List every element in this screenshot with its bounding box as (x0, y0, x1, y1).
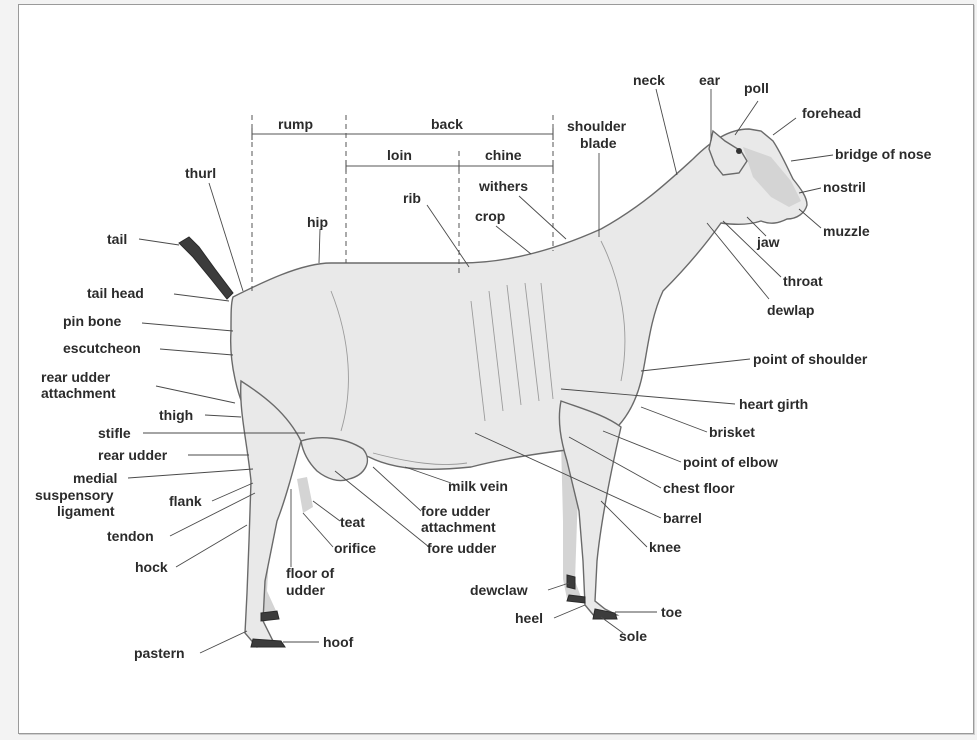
label-rear-udder-attachment-1: rear udder (41, 369, 111, 385)
label-tendon: tendon (107, 528, 154, 544)
label-point-of-shoulder: point of shoulder (753, 351, 868, 367)
label-rib: rib (403, 190, 421, 206)
goat-illustration (179, 129, 807, 647)
label-escutcheon: escutcheon (63, 340, 141, 356)
label-toe: toe (661, 604, 682, 620)
label-barrel: barrel (663, 510, 702, 526)
label-medial-2: suspensory (35, 487, 114, 503)
label-pastern: pastern (134, 645, 185, 661)
label-rump: rump (278, 116, 313, 132)
label-floor-of-udder-1: floor of (286, 565, 335, 581)
label-point-of-elbow: point of elbow (683, 454, 778, 470)
label-teat: teat (340, 514, 365, 530)
label-dewlap: dewlap (767, 302, 814, 318)
label-bridge-of-nose: bridge of nose (835, 146, 932, 162)
label-flank: flank (169, 493, 202, 509)
label-fore-udder-attachment-1: fore udder (421, 503, 491, 519)
label-muzzle: muzzle (823, 223, 870, 239)
label-hock: hock (135, 559, 168, 575)
label-dewclaw: dewclaw (470, 582, 528, 598)
label-medial-1: medial (73, 470, 117, 486)
near-hind-hoof (251, 639, 285, 647)
label-orifice: orifice (334, 540, 376, 556)
label-fore-udder: fore udder (427, 540, 497, 556)
label-hip: hip (307, 214, 328, 230)
label-shoulder-blade-2: blade (580, 135, 617, 151)
teat-shape (297, 477, 313, 513)
label-heel: heel (515, 610, 543, 626)
label-rear-udder-attachment-2: attachment (41, 385, 116, 401)
label-tail: tail (107, 231, 127, 247)
near-fore-hoof (593, 609, 617, 619)
label-floor-of-udder-2: udder (286, 582, 325, 598)
label-rear-udder: rear udder (98, 447, 168, 463)
label-medial-3: ligament (57, 503, 115, 519)
label-thigh: thigh (159, 407, 193, 423)
label-thurl: thurl (185, 165, 216, 181)
label-milk-vein: milk vein (448, 478, 508, 494)
label-fore-udder-attachment-2: attachment (421, 519, 496, 535)
label-tail-head: tail head (87, 285, 144, 301)
label-knee: knee (649, 539, 681, 555)
label-hoof: hoof (323, 634, 354, 650)
label-nostril: nostril (823, 179, 866, 195)
label-withers: withers (478, 178, 528, 194)
label-sole: sole (619, 628, 647, 644)
label-heart-girth: heart girth (739, 396, 808, 412)
goat-anatomy-diagram: rump back loin chine shoulder blade neck… (19, 5, 973, 733)
tail-shape (179, 237, 233, 299)
far-fore-hoof (567, 595, 585, 603)
label-chine: chine (485, 147, 522, 163)
label-chest-floor: chest floor (663, 480, 735, 496)
label-crop: crop (475, 208, 505, 224)
label-poll: poll (744, 80, 769, 96)
label-pin-bone: pin bone (63, 313, 122, 329)
diagram-frame: rump back loin chine shoulder blade neck… (18, 4, 974, 734)
label-loin: loin (387, 147, 412, 163)
label-forehead: forehead (802, 105, 861, 121)
eye-shape (736, 148, 742, 154)
far-hind-hoof (261, 611, 279, 621)
label-ear: ear (699, 72, 721, 88)
label-stifle: stifle (98, 425, 131, 441)
label-back: back (431, 116, 463, 132)
label-jaw: jaw (756, 234, 780, 250)
label-throat: throat (783, 273, 823, 289)
label-brisket: brisket (709, 424, 755, 440)
label-neck: neck (633, 72, 665, 88)
label-shoulder-blade-1: shoulder (567, 118, 627, 134)
dewclaw-shape (567, 575, 575, 589)
